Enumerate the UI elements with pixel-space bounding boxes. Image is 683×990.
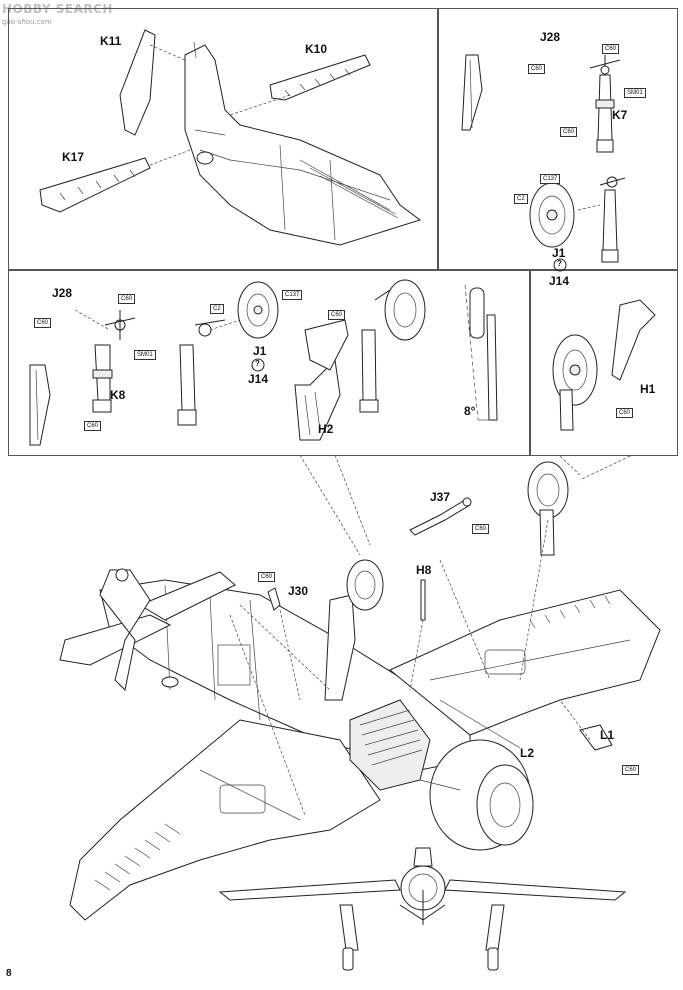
label-l2: L2 (520, 746, 535, 760)
tag-c60-k7-bottom: C60 (560, 127, 578, 137)
aircraft-left-wing-drawing (69, 719, 381, 921)
tag-c60-k8-top: C60 (118, 294, 136, 304)
aircraft-h8-antenna-drawing (420, 579, 426, 621)
front-view-drawing (218, 847, 627, 971)
strut-with-wheel-axle-drawing (177, 319, 241, 426)
wheel-h1-assembly-drawing (552, 299, 656, 431)
label-k10: K10 (305, 42, 328, 56)
label-j1-right: J1 (552, 246, 566, 260)
rudder-k11-drawing (119, 29, 156, 136)
label-j28-left: J28 (52, 286, 73, 300)
watermark-logo: HOBBY SEARCH (2, 2, 113, 16)
assembly-arrows-panel1 (149, 41, 291, 166)
tag-c60-l1: C60 (622, 765, 640, 775)
question-circle-2 (251, 358, 265, 372)
tag-c60-h2: C60 (328, 310, 346, 320)
panel-left-gear-strut (8, 270, 530, 456)
tag-c60-j30: C60 (258, 572, 276, 582)
gear-door-h2-drawing (294, 319, 349, 441)
gear-leg-side-drawing-2 (29, 364, 51, 446)
aircraft-wheel-top-drawing (527, 461, 569, 556)
aircraft-gear-door-drawing (324, 559, 384, 701)
panel-tail-assembly (8, 8, 438, 270)
aircraft-j37-part-drawing (409, 497, 472, 536)
label-k8: K8 (110, 388, 126, 402)
assembled-gear-drawing (359, 279, 426, 413)
page-number: 8 (6, 968, 12, 979)
tag-c137-left: C137 (282, 290, 303, 300)
elevator-k10-drawing (269, 54, 371, 101)
tag-c60-h1: C60 (616, 408, 634, 418)
aircraft-j30-part-drawing (267, 587, 281, 611)
label-j14-right: J14 (549, 274, 570, 288)
label-j30: J30 (288, 584, 309, 598)
watermark-url: gao-shou.com (2, 18, 52, 26)
gear-strut-k8-drawing (74, 309, 136, 413)
question-circle-1 (553, 258, 567, 272)
label-j14-left: J14 (248, 372, 269, 386)
aircraft-wheel-well-drawing (349, 699, 431, 791)
label-j37: J37 (430, 490, 451, 504)
label-j28-right: J28 (540, 30, 561, 44)
label-l1: L1 (600, 728, 615, 742)
label-k17: K17 (62, 150, 85, 164)
label-j1-left: J1 (253, 344, 267, 358)
tag-c2-left: C2 (210, 304, 224, 314)
label-question-right: ? (557, 259, 562, 268)
tag-sm01-k7: SM01 (624, 88, 646, 98)
tag-c60-k7-top: C60 (602, 44, 620, 54)
fuselage-tail-drawing (184, 44, 422, 246)
aircraft-l1-part-drawing (579, 724, 613, 751)
tag-sm01-k8: SM01 (134, 350, 156, 360)
aircraft-engine-cowling-drawing (419, 739, 534, 851)
aircraft-tailplane-drawing (59, 568, 236, 692)
wheel-c137-drawing (237, 281, 279, 339)
gear-strut-k7-drawing (589, 55, 621, 153)
tag-c60-k8-bottom: C60 (84, 421, 102, 431)
tag-c60-k8-left: C60 (34, 318, 52, 328)
gear-leg-side-drawing-1 (461, 54, 483, 131)
label-k11: K11 (100, 34, 122, 48)
label-k7: K7 (612, 108, 628, 122)
leader-lines-main (229, 454, 631, 816)
tag-c137-right: C137 (540, 174, 561, 184)
label-h1: H1 (640, 382, 656, 396)
elevator-k17-drawing (39, 157, 151, 213)
label-question-left: ? (255, 359, 260, 368)
gear-leg-angle-drawing (464, 284, 498, 421)
gear-strut-with-wheel-drawing (599, 176, 626, 263)
tag-c60-k7-left: C60 (528, 64, 546, 74)
label-h2: H2 (318, 422, 334, 436)
label-angle: 8° (464, 404, 476, 418)
wheel-c2-drawing (529, 182, 601, 248)
tag-c60-j37: C60 (472, 524, 490, 534)
panel-right-gear-strut (438, 8, 678, 270)
panel-right-gear-wheel (530, 270, 678, 456)
label-h8: H8 (416, 563, 432, 577)
tag-c2-right: C2 (514, 194, 528, 204)
